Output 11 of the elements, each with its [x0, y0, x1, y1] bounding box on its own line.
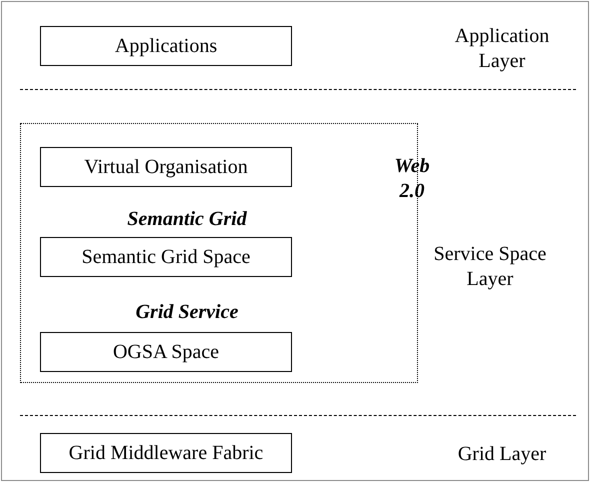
section-heading: Web 2.0: [393, 154, 431, 204]
layer-box: OGSA Space: [40, 332, 292, 372]
layer-label: Application Layer: [454, 24, 550, 74]
layer-label: Grid Layer: [456, 442, 548, 467]
layer-box: Virtual Organisation: [40, 147, 292, 187]
section-heading: Semantic Grid: [126, 207, 248, 232]
layer-box: Grid Middleware Fabric: [40, 433, 292, 473]
layer-box: Applications: [40, 26, 292, 66]
layer-box: Semantic Grid Space: [40, 237, 292, 277]
layer-label: Service Space Layer: [432, 242, 548, 292]
section-heading: Grid Service: [134, 300, 240, 325]
